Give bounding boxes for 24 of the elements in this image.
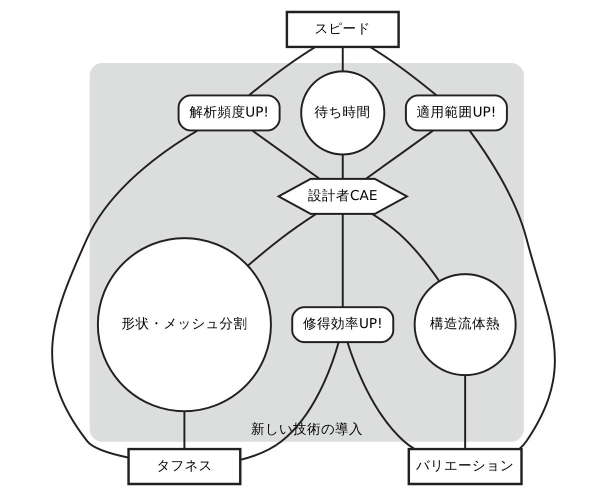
connector [248,46,316,96]
connector [370,46,438,96]
connector [247,213,317,266]
connector [252,130,320,180]
node-box: バリエーション [408,448,523,486]
node-box: 適用範囲UP! [404,94,508,132]
connector [372,213,440,282]
node-box: 修得効率UP! [291,306,394,344]
connector [365,130,434,180]
connector [240,342,340,461]
connector [342,214,344,308]
connector [342,154,344,179]
connector [183,411,186,449]
connector [346,342,416,450]
connector [51,130,198,459]
node-box: 解析頻度UP! [178,94,281,132]
node-circle: 形状・メッシュ分割 [96,237,272,412]
node-circle: 待ち時間 [300,70,386,156]
node-circle: 構造流体熱 [414,273,517,376]
connector [342,47,344,72]
connector [468,130,556,450]
node-box: スピード [286,10,400,48]
node-box: タフネス [127,448,242,486]
connector [464,375,466,449]
